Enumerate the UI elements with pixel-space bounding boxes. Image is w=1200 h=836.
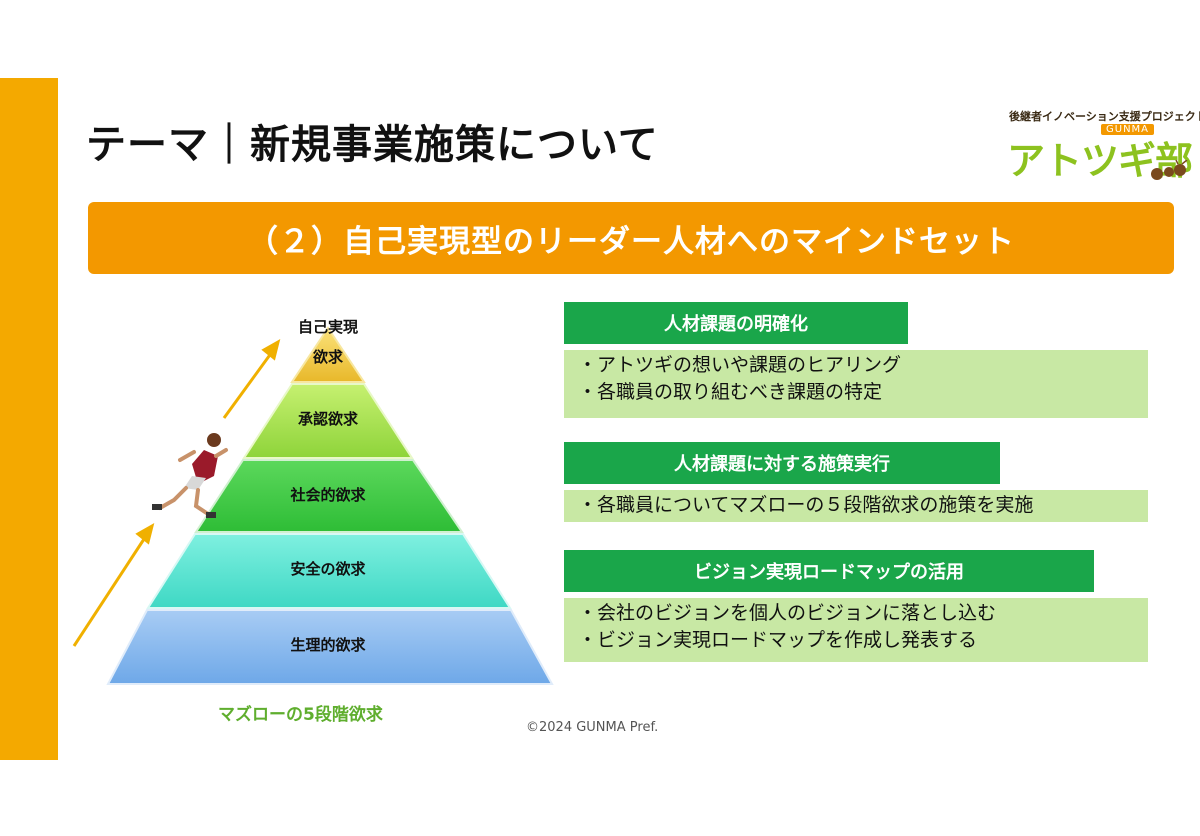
logo-gunma-badge: GUNMA [1101, 124, 1155, 135]
section-heading-2: 人材課題に対する施策実行 [564, 442, 1000, 484]
bullet-item: ・ビジョン実現ロードマップを作成し発表する [578, 629, 978, 651]
pyramid-label-physiological: 生理的欲求 [290, 636, 366, 654]
logo-tagline: 後継者イノベーション支援プロジェクト [1009, 110, 1200, 123]
bullet-item: ・各職員についてマズローの５段階欲求の施策を実施 [578, 494, 1034, 516]
bullet-item: ・アトツギの想いや課題のヒアリング [578, 354, 902, 376]
pyramid-tier-self-actualization [290, 326, 366, 383]
left-accent-bar [0, 78, 58, 760]
page-title: テーマ｜新規事業施策について [86, 122, 659, 168]
pyramid-label-safety: 安全の欲求 [290, 560, 366, 578]
copyright-footer: ©2024 GUNMA Pref. [526, 720, 659, 735]
pyramid-tier-safety [146, 533, 512, 609]
section-body-1: ・アトツギの想いや課題のヒアリング ・各職員の取り組むべき課題の特定 [564, 350, 1148, 418]
bullet-item: ・各職員の取り組むべき課題の特定 [578, 381, 883, 403]
pyramid-tier-physiological [106, 609, 554, 685]
pyramid-tier-esteem [242, 383, 414, 459]
maslow-pyramid: 自己実現 欲求 承認欲求 社会的欲求 安全の欲求 生理的欲求 [72, 318, 554, 685]
upward-arrow-lower-icon [72, 522, 155, 647]
pyramid-label-self-2: 欲求 [312, 348, 344, 366]
subtitle-banner: （２）自己実現型のリーダー人材へのマインドセット [88, 202, 1174, 274]
pyramid-label-self-1: 自己実現 [298, 318, 358, 336]
pyramid-caption: マズローの5段階欲求 [218, 705, 383, 725]
section-heading-3: ビジョン実現ロードマップの活用 [564, 550, 1094, 592]
pyramid-tier-social [194, 459, 464, 533]
section-body-2: ・各職員についてマズローの５段階欲求の施策を実施 [564, 490, 1148, 522]
section-heading-1: 人材課題の明確化 [564, 302, 908, 344]
atotsugi-logo: 後継者イノベーション支援プロジェクト GUNMA アトツギ部 [1005, 104, 1200, 184]
pyramid-label-esteem: 承認欲求 [298, 410, 359, 428]
runner-figure-icon [152, 433, 228, 518]
upward-arrow-upper-icon [222, 338, 281, 419]
bullet-item: ・会社のビジョンを個人のビジョンに落とし込む [578, 602, 997, 624]
pyramid-label-social: 社会的欲求 [289, 486, 366, 504]
section-body-3: ・会社のビジョンを個人のビジョンに落とし込む ・ビジョン実現ロードマップを作成し… [564, 598, 1148, 662]
ant-mascot-icon [1151, 160, 1188, 180]
